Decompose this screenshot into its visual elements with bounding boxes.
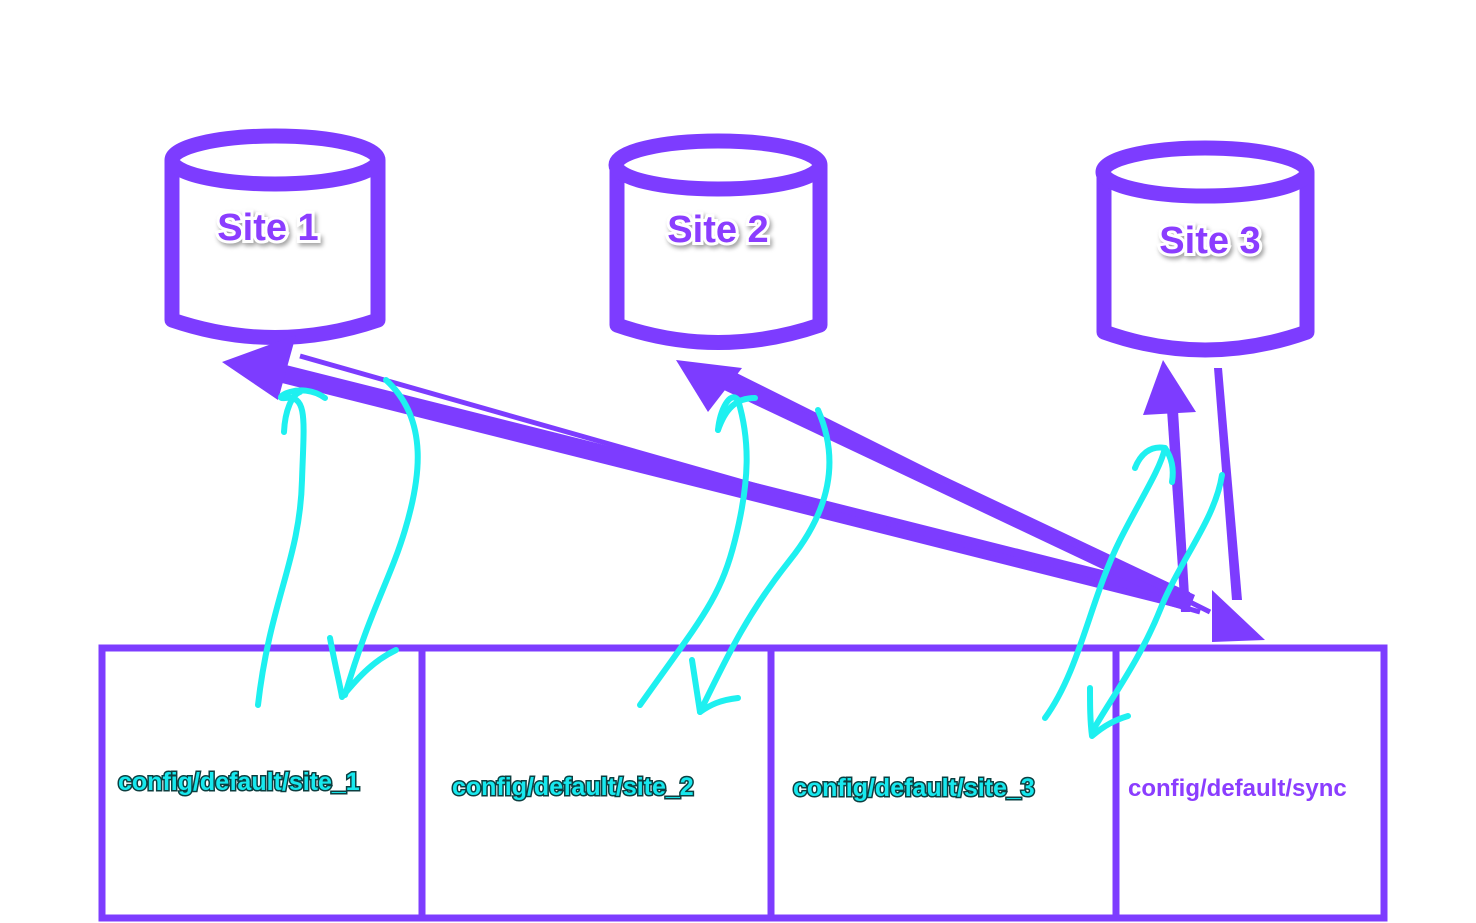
site-3-cylinder-body bbox=[1096, 172, 1315, 358]
site-2-label: Site 2 bbox=[667, 209, 768, 251]
config-table-border bbox=[98, 644, 1388, 922]
site-1-cylinder-top bbox=[164, 128, 386, 192]
config-sync-label: config/default/sync bbox=[1128, 775, 1347, 802]
arrow-sync-to-site-1 bbox=[262, 360, 1190, 610]
cyan-arrow-site-3-up bbox=[1042, 444, 1168, 721]
cyan-arrow-site-1-up-stem bbox=[281, 389, 303, 435]
config-table bbox=[98, 644, 1388, 922]
cyan-arrow-site-3-down bbox=[1089, 472, 1225, 735]
cyan-arrow-site-2-down bbox=[697, 407, 833, 715]
config-site-1-label: config/default/site_1 bbox=[118, 768, 360, 796]
cyan-arrows bbox=[255, 377, 1225, 739]
arrow-site-1-to-sync bbox=[299, 353, 1201, 615]
site-3-label: Site 3 bbox=[1159, 220, 1260, 262]
cyan-arrow-site-3-up-head bbox=[1162, 445, 1176, 485]
site-2-cylinder-top bbox=[608, 133, 828, 197]
cyan-arrow-site-2-up bbox=[637, 394, 750, 708]
cyan-arrow-site-2-down-head bbox=[689, 657, 741, 715]
site-2-database: Site 2 bbox=[608, 133, 828, 350]
config-site-3-label: config/default/site_3 bbox=[793, 774, 1035, 802]
arrow-sync-to-site-2 bbox=[705, 366, 1195, 610]
purple-arrows bbox=[222, 335, 1265, 642]
site-3-cylinder-top bbox=[1095, 140, 1315, 204]
site-1-database: Site 1 bbox=[164, 128, 386, 345]
cyan-arrow-site-1-down bbox=[342, 377, 421, 698]
cyan-arrow-site-1-up bbox=[255, 387, 328, 708]
arrow-sync-head bbox=[1212, 590, 1265, 642]
site-2-cylinder-body bbox=[609, 165, 828, 350]
cyan-arrow-site-2-up-head bbox=[715, 395, 758, 433]
arrow-site-3-to-sync bbox=[1214, 368, 1242, 600]
arrow-site-2-to-sync bbox=[723, 367, 1212, 615]
arrow-site-1-head bbox=[222, 335, 296, 400]
cyan-arrow-site-3-down-head bbox=[1087, 685, 1131, 739]
site-1-label: Site 1 bbox=[217, 207, 318, 249]
config-site-2-label: config/default/site_2 bbox=[452, 773, 694, 801]
arrow-site-3-head bbox=[1143, 360, 1196, 415]
site-1-cylinder-body bbox=[164, 160, 386, 345]
cyan-arrow-site-1-down-head bbox=[327, 635, 399, 700]
site-3-database: Site 3 bbox=[1095, 140, 1315, 358]
